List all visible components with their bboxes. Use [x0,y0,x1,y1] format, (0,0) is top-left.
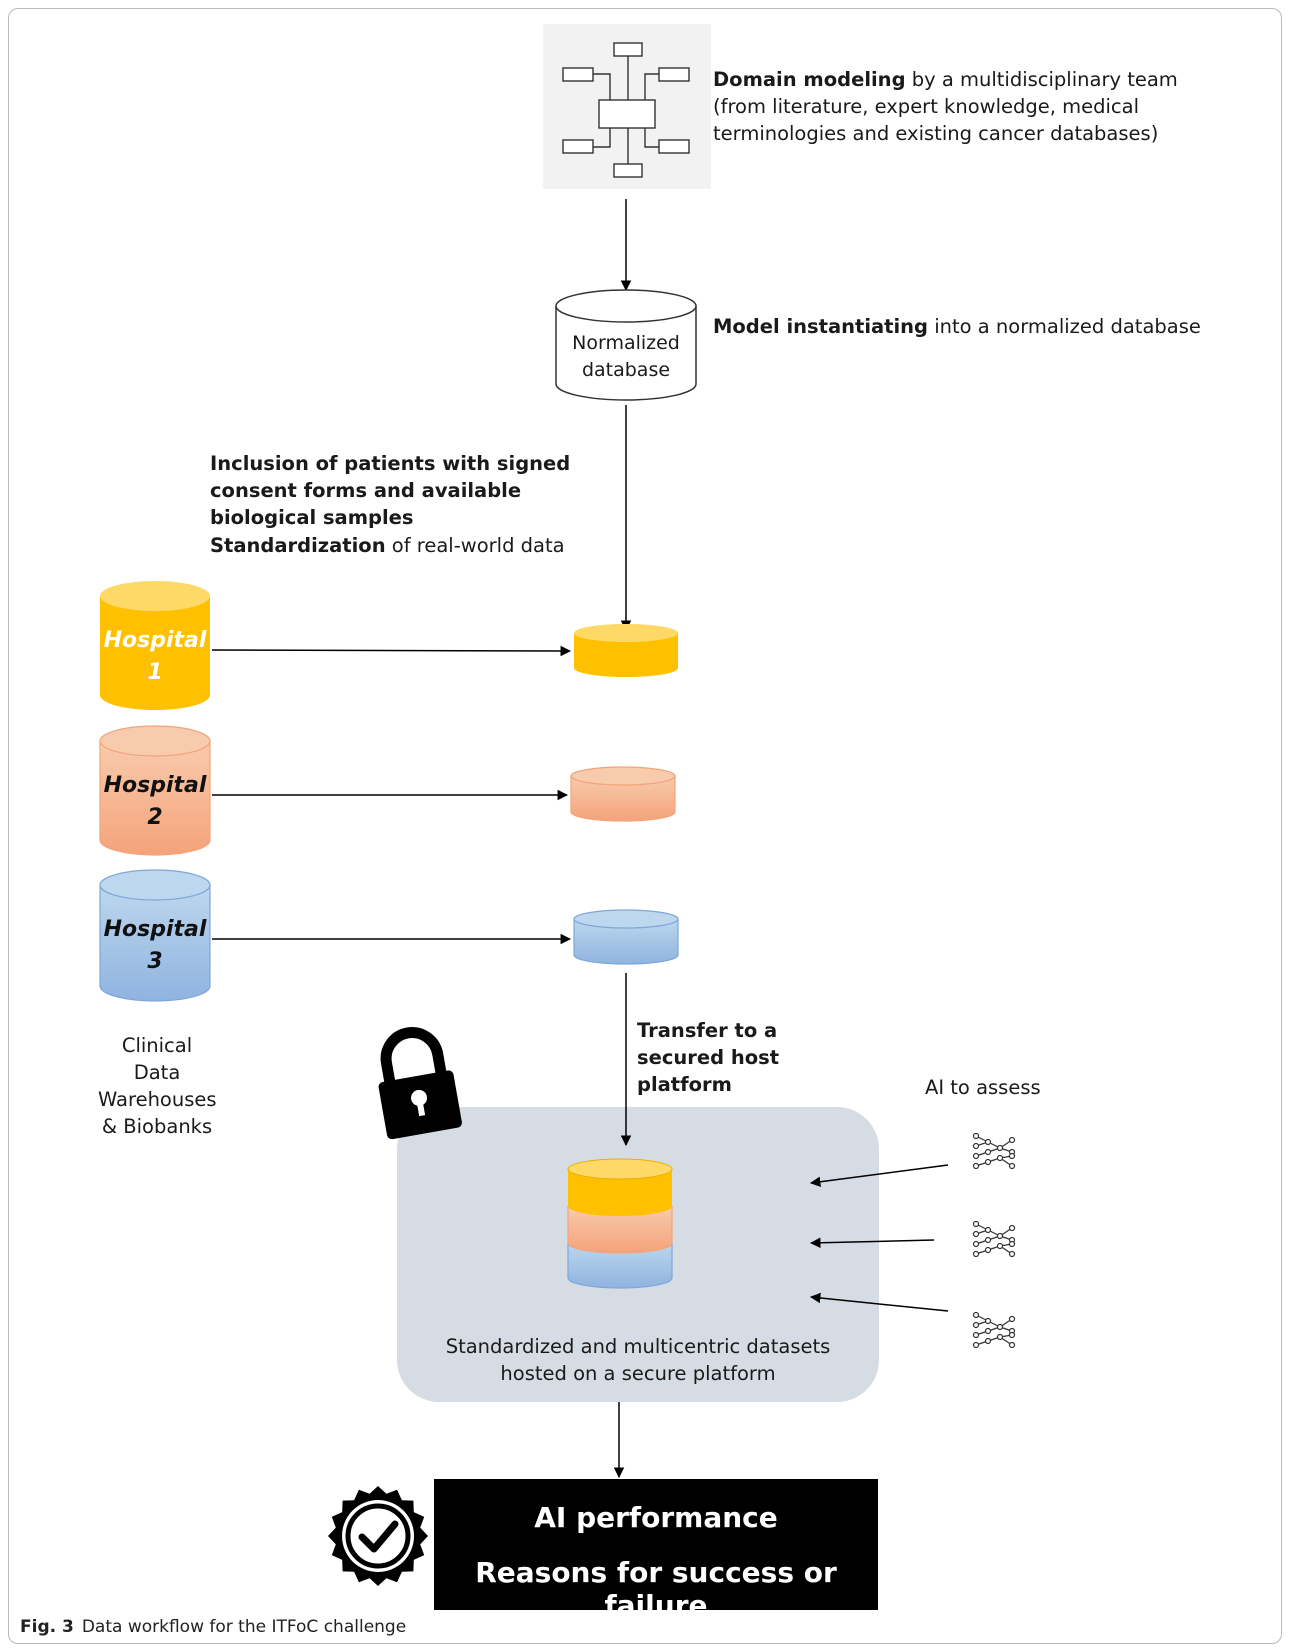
warehouses-label: Clinical Data Warehouses & Biobanks [98,1034,217,1138]
arrow-ai-2 [809,1237,935,1249]
inclusion-text: Inclusion of patients with signed consen… [210,452,571,529]
result-box: AI performance Reasons for success or fa… [434,1479,878,1622]
caption-label: Fig. 3 [20,1617,74,1637]
result-line-2: Reasons for success or failure [475,1556,837,1622]
neural-network-icon [972,1311,1016,1349]
lock-icon [378,1027,462,1140]
standardized-db-1 [574,624,678,677]
hospital-3-name: Hospital [104,917,207,942]
domain-model-diagram-icon [543,24,711,189]
arrow-ai-3 [809,1292,949,1312]
ai-to-assess-label: AI to assess [925,1076,1041,1099]
domain-modeling-desc: by a multidisciplinary team (from litera… [713,68,1178,145]
standardized-db-2 [570,766,676,822]
standardization-bold: Standardization [210,534,386,557]
standardized-db-3 [573,909,679,965]
result-line-1: AI performance [534,1501,778,1534]
arrow-ai-1 [809,1164,949,1187]
domain-modeling-bold: Domain modeling [713,68,906,91]
caption-text: Data workflow for the ITFoC challenge [81,1617,407,1637]
hospital-2-number: 2 [147,805,162,830]
check-badge-icon [328,1486,428,1586]
domain-modeling-text: Domain modeling by a multidisciplinary t… [713,66,1233,147]
hospital-2-name: Hospital [104,773,207,798]
normalized-database-cylinder: Normalized database [555,289,697,401]
db-label-line2: database [582,359,670,381]
transfer-text: Transfer to a secured host platform [637,1019,780,1096]
figure-caption: Fig. 3 Data workflow for the ITFoC challe… [20,1617,406,1637]
standardization-desc: of real-world data [385,534,565,557]
figure-frame [8,8,1282,1644]
neural-network-icon [972,1220,1016,1258]
db-label-line1: Normalized [572,332,680,354]
neural-network-icon [972,1132,1016,1170]
arrow-hospital-1 [211,645,572,657]
model-instantiating-bold: Model instantiating [713,315,929,338]
hospital-3-number: 3 [147,949,162,974]
hospital-1-number: 1 [147,660,162,685]
hospital-1-cylinder: Hospital 1 [100,581,210,710]
platform-label: Standardized and multicentric datasets h… [445,1335,831,1385]
standardization-text: Standardization of real-world data [210,532,630,559]
stacked-dataset-cylinder [567,1158,673,1289]
model-instantiating-text: Model instantiating into a normalized da… [713,313,1233,340]
hospital-1-name: Hospital [104,628,207,653]
hospital-3-cylinder: Hospital 3 [99,869,211,1002]
hospital-2-cylinder: Hospital 2 [99,725,211,856]
model-instantiating-desc: into a normalized database [928,315,1201,338]
